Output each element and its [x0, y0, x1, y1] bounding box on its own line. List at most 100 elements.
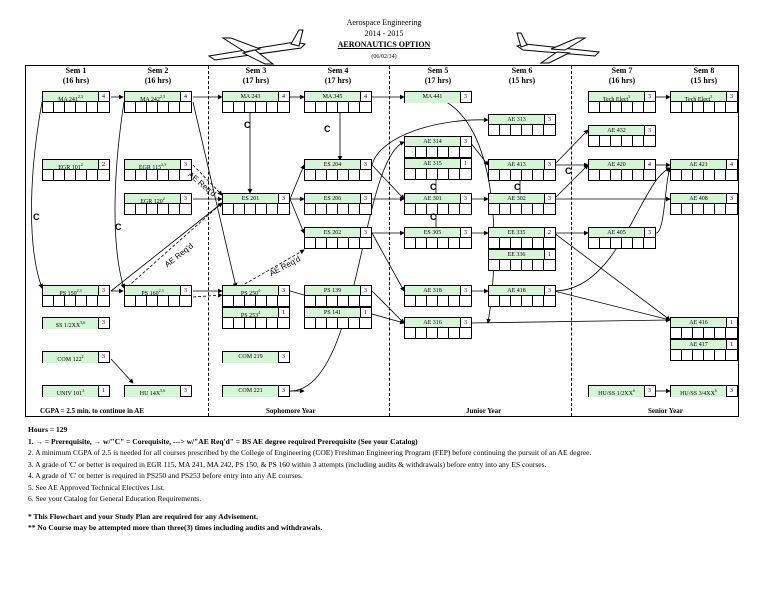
semester-hours: (17 hrs) [324, 76, 352, 85]
grade-cell [316, 318, 327, 329]
grade-cell [234, 318, 245, 329]
grade-cell [136, 170, 147, 181]
grade-cell [147, 170, 158, 181]
grade-cell [633, 102, 644, 113]
grade-cell [267, 296, 278, 307]
semester-hours: (15 hrs) [508, 76, 536, 85]
grade-cell [405, 296, 416, 307]
grade-cell [223, 296, 234, 307]
course-code: HU 14X5,6 [125, 386, 181, 397]
grade-cell [438, 296, 449, 307]
credit-hours: 1 [544, 250, 555, 260]
footnote-1: 1. → = Prerequisite, → w/"C" = Corequisi… [28, 436, 418, 446]
grade-cell [522, 170, 533, 181]
credit-hours: 3 [460, 194, 471, 204]
course-code: ES 305 [405, 228, 461, 238]
semester-name: Sem 6 [511, 66, 533, 75]
grade-cell [338, 238, 349, 249]
grade-cell [427, 147, 438, 158]
advisement-note: * This Flowchart and your Study Plan are… [28, 511, 259, 521]
grade-cell [405, 238, 416, 249]
credit-hours: 3 [278, 194, 289, 204]
grade-cell [682, 328, 693, 339]
total-hours: Hours = 129 [28, 425, 68, 434]
grade-cell [267, 102, 278, 113]
grade-cell [611, 102, 622, 113]
grade-cell [693, 170, 704, 181]
semester-hours: (16 hrs) [144, 76, 172, 85]
grade-cell [489, 125, 500, 136]
credit-hours: 3 [726, 92, 737, 102]
credit-hours: 1 [102, 388, 105, 394]
credit-hours: 3 [644, 92, 655, 102]
course-footnote-ref: 2 [82, 388, 85, 393]
arrow [469, 317, 671, 324]
course-code-text: PS 250 [240, 291, 259, 296]
grade-cell [682, 170, 693, 181]
credit-hours: 3 [544, 286, 555, 296]
course-code-text: COM 122 [57, 357, 82, 363]
grade-cell [305, 170, 316, 181]
grade-cell [693, 204, 704, 215]
grade-cell [87, 170, 98, 181]
grade-cell [349, 170, 360, 181]
course-footnote-ref: 2,3 [161, 162, 167, 167]
semester-hours: (16 hrs) [62, 76, 90, 85]
course-code-text: COM 221 [238, 388, 263, 394]
course-code: MA 441 [405, 92, 461, 103]
arrow [655, 167, 671, 234]
credit-hours: 3 [360, 286, 371, 296]
grade-cell [427, 169, 438, 180]
course-footnote-ref: 6 [714, 388, 717, 393]
credit-hours: 3 [98, 286, 109, 296]
grade-cell [511, 204, 522, 215]
course-code: AE 408 [671, 194, 727, 204]
grade-cell [522, 125, 533, 136]
grade-cell [600, 102, 611, 113]
semester-header: Sem 3(17 hrs) [221, 66, 291, 86]
ae-reqd-arrow [192, 164, 223, 196]
course-code: AE 421 [671, 160, 727, 170]
course-code: MA 345 [305, 92, 361, 102]
grade-cell [327, 170, 338, 181]
grade-cell [245, 204, 256, 215]
grade-cell [533, 238, 544, 249]
junior-year-label: Junior Year [466, 407, 502, 415]
grade-cell [489, 296, 500, 307]
semester-header: Sem 2(16 hrs) [123, 66, 193, 86]
grade-cell [256, 204, 267, 215]
course-code: AE 405 [589, 228, 645, 238]
grade-cell [416, 238, 427, 249]
credit-hours: 3 [180, 286, 191, 296]
grade-cell [416, 204, 427, 215]
semester-name: Sem 2 [147, 66, 169, 75]
credit-hours: 3 [544, 115, 555, 125]
grade-cell [169, 204, 180, 215]
corequisite-label: C [514, 182, 521, 192]
grade-cell [267, 318, 278, 329]
grade-cell [43, 170, 54, 181]
grade-cell [682, 102, 693, 113]
grade-cell [449, 204, 460, 215]
grade-cell [267, 204, 278, 215]
credit-hours: 3 [460, 318, 471, 328]
credit-hours: 1 [278, 308, 289, 318]
grade-cell [234, 296, 245, 307]
credit-hours: 3 [730, 388, 733, 394]
grade-cell [223, 204, 234, 215]
course-code-text: PS 141 [323, 310, 342, 316]
course-footnote-ref: 4 [258, 288, 261, 293]
grade-cell [327, 238, 338, 249]
course-code: AE 432 [589, 126, 645, 136]
credit-hours: 1 [460, 159, 471, 169]
course-code-text: PS 160 [141, 291, 159, 296]
grade-cell [427, 328, 438, 339]
grade-cell [633, 136, 644, 147]
grade-cell [589, 102, 600, 113]
